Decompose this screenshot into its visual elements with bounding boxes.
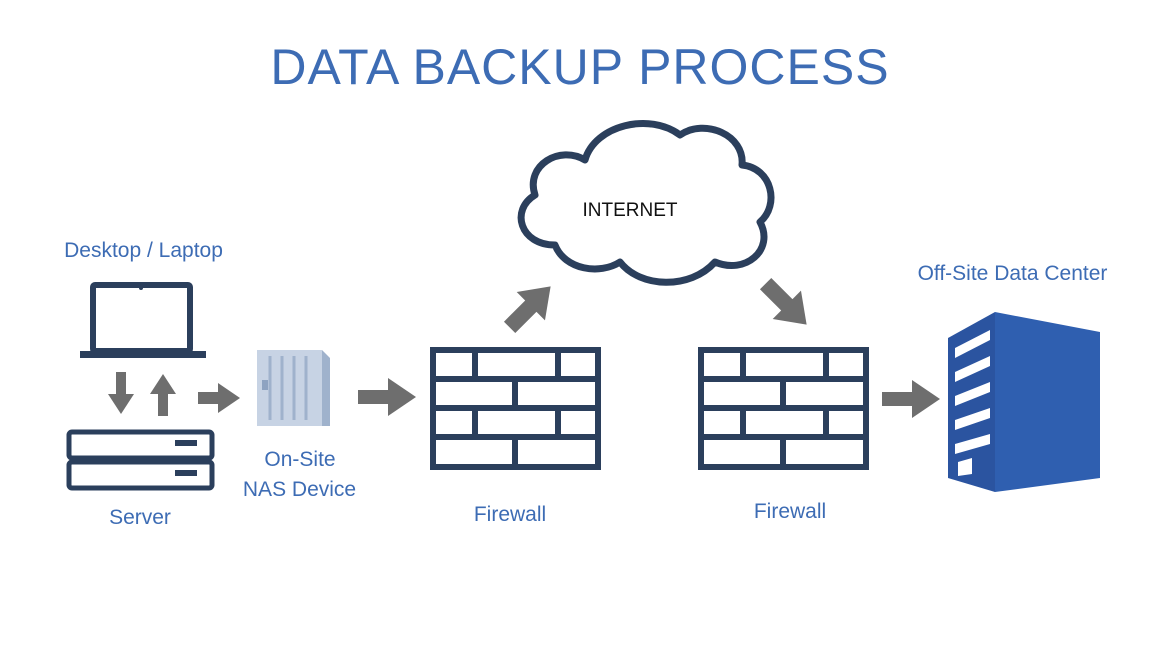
up-arrow-icon [150,374,176,416]
firewall-label: Firewall [473,503,547,526]
desktop-laptop-label: Desktop / Laptop [64,239,223,262]
nas-device-icon [257,350,330,426]
nas-label-line1: On-Site [264,448,336,471]
internet-label: INTERNET [582,200,678,221]
laptop-icon [80,282,206,358]
nas-label-line2: NAS Device [242,478,357,501]
cloud-icon [517,119,775,286]
server-label: Server [109,506,171,529]
server-icon [66,429,215,491]
firewall-label: Firewall [753,500,827,523]
arrow-right-icon [882,380,940,418]
arrow-right-icon [358,378,416,416]
firewall-icon [430,347,601,470]
building-icon [948,312,1100,492]
arrow-up-right-icon [503,286,551,334]
down-arrow-icon [108,372,134,414]
firewall-icon [698,347,869,470]
datacenter-label: Off-Site Data Center [917,262,1108,285]
arrow-down-right-icon [759,277,807,325]
arrow-right-icon [198,383,240,413]
page-title: DATA BACKUP PROCESS [270,39,890,95]
